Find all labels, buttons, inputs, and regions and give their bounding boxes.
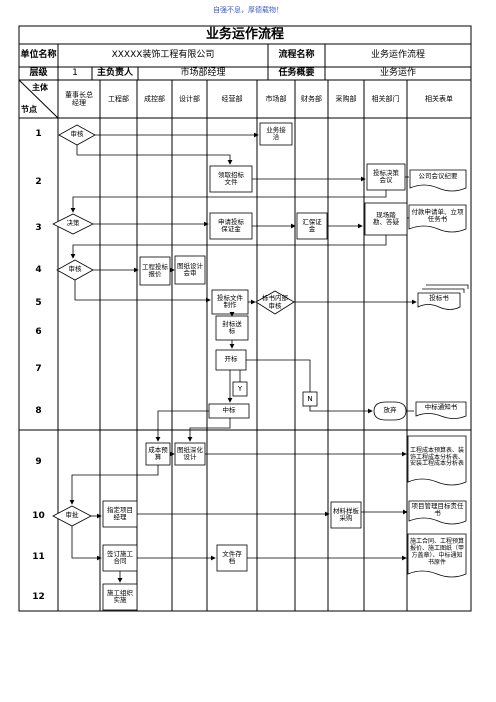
site-visit-box bbox=[364, 202, 408, 236]
yes-label: Y bbox=[237, 384, 243, 393]
contract-forms-label: 施工合同、工程预算报价、施工图纸（甲方盖章）、中标通知书原件 bbox=[409, 538, 464, 566]
owner-value: 市场部经理 bbox=[180, 68, 226, 79]
flow-shapes bbox=[52, 122, 469, 611]
site-visit-label: 现场踏勘、答疑 bbox=[373, 210, 399, 226]
column-header: 设计部 bbox=[179, 94, 200, 103]
bid-meeting-label: 投标决策会议 bbox=[373, 168, 399, 184]
remit-deposit-label: 汇保证金 bbox=[302, 217, 322, 233]
pm-duty-doc bbox=[408, 500, 467, 525]
column-header: 成控部 bbox=[144, 94, 165, 103]
row-number: 3 bbox=[35, 222, 42, 233]
cost-budget-label: 成本预算 bbox=[148, 445, 168, 461]
payment-form-label: 付款申请单、立项任务书 bbox=[411, 207, 464, 223]
file-archive-box bbox=[216, 544, 248, 572]
row-number: 12 bbox=[32, 591, 45, 602]
win-bid-label: 中标 bbox=[222, 406, 236, 415]
row-number: 5 bbox=[35, 297, 42, 308]
eng-quote-box bbox=[139, 256, 171, 286]
review4-label: 审核 bbox=[68, 265, 82, 274]
pm-assign-box bbox=[102, 500, 138, 528]
owner-label: 主负责人 bbox=[96, 68, 133, 79]
column-header: 工程部 bbox=[108, 94, 129, 103]
design-drawing-box bbox=[174, 255, 206, 285]
slogan-text: 自强不息，厚德载物！ bbox=[213, 6, 283, 14]
no-label: N bbox=[307, 394, 313, 403]
column-header: 董事长总经理 bbox=[65, 90, 93, 107]
cost-forms-label: 工程成本预算表、装饰工程成本分析表、安装工程成本分析表 bbox=[409, 446, 464, 468]
bid-doc-box bbox=[211, 289, 249, 315]
row-number: 1 bbox=[35, 128, 42, 139]
bid-doc-label: 投标文件制作 bbox=[217, 293, 243, 309]
approve-label: 审批 bbox=[65, 511, 79, 520]
cost-forms-doc bbox=[407, 435, 467, 486]
column-header: 经营部 bbox=[221, 94, 243, 103]
row-number: 6 bbox=[35, 326, 42, 337]
construction-team-label: 施工组织实施 bbox=[107, 588, 133, 604]
sign-contract-box bbox=[102, 544, 138, 572]
eng-quote-label: 工程投标报价 bbox=[142, 262, 168, 278]
design-drawing-label: 图纸设计会审 bbox=[177, 261, 203, 277]
flow-connectors bbox=[69, 132, 417, 583]
business-contact-box bbox=[259, 122, 293, 146]
row-number: 2 bbox=[35, 176, 42, 187]
apply-deposit-label: 申请投标保证金 bbox=[218, 217, 244, 233]
column-header: 市场部 bbox=[265, 94, 287, 103]
summary-label: 任务概要 bbox=[278, 68, 315, 79]
level-value: 1 bbox=[72, 68, 78, 79]
payment-form-doc bbox=[408, 204, 467, 233]
remit-deposit-box bbox=[296, 212, 328, 240]
corner-subject: 主体 bbox=[32, 83, 48, 92]
bid-review-diamond bbox=[255, 290, 295, 315]
design-deepen-label: 图纸深化设计 bbox=[177, 445, 203, 461]
column-header: 采购部 bbox=[335, 94, 357, 103]
get-tender-label: 领取招标文件 bbox=[218, 170, 244, 186]
row-number: 4 bbox=[35, 264, 42, 275]
column-header: 相关表单 bbox=[425, 94, 453, 103]
decision-label: 决策 bbox=[66, 219, 80, 228]
row-number: 10 bbox=[32, 510, 45, 521]
row-number: 7 bbox=[35, 363, 42, 374]
material-purchase-label: 材料样板采购 bbox=[333, 506, 359, 522]
unit-name-label: 单位名称 bbox=[20, 50, 57, 61]
file-archive-label: 文件存档 bbox=[222, 549, 242, 565]
page-title: 业务运作流程 bbox=[205, 26, 284, 42]
give-up-label: 放弃 bbox=[383, 406, 397, 415]
row-number: 8 bbox=[35, 405, 42, 416]
bid-book-label: 投标书 bbox=[429, 294, 449, 303]
decision-diamond bbox=[52, 213, 94, 235]
review1-label: 审核 bbox=[70, 130, 84, 139]
bid-meeting-box bbox=[366, 163, 406, 191]
flow-name-value: 业务运作流程 bbox=[370, 50, 425, 61]
win-notice-label: 中标通知书 bbox=[424, 403, 458, 412]
get-tender-box bbox=[209, 165, 253, 193]
row-number: 9 bbox=[35, 456, 42, 467]
sign-contract-label: 签订施工合同 bbox=[107, 549, 133, 565]
open-bid-label: 开标 bbox=[224, 355, 238, 364]
seal-send-box bbox=[215, 315, 249, 341]
corner-node: 节点 bbox=[21, 105, 37, 114]
construction-team-box bbox=[102, 583, 138, 611]
bid-book-doc bbox=[417, 292, 461, 310]
material-purchase-box bbox=[330, 501, 362, 529]
bid-review-label: 标书内部审核 bbox=[262, 294, 288, 310]
seal-send-label: 封标送标 bbox=[222, 319, 242, 335]
win-notice-doc bbox=[415, 401, 467, 419]
unit-name-value: XXXXX装饰工程有限公司 bbox=[111, 50, 215, 61]
contract-forms-doc bbox=[407, 533, 467, 578]
pm-duty-label: 项目管理目标责任书 bbox=[411, 501, 464, 517]
pm-assign-label: 指定项目经理 bbox=[107, 505, 133, 521]
meeting-minutes-label: 公司会议纪要 bbox=[418, 172, 458, 181]
row-number: 11 bbox=[32, 551, 45, 562]
business-contact-label: 业务接洽 bbox=[266, 125, 286, 141]
flow-name-label: 流程名称 bbox=[278, 50, 315, 61]
apply-deposit-box bbox=[209, 212, 253, 240]
column-header: 财务部 bbox=[301, 94, 322, 103]
meeting-minutes-doc bbox=[409, 169, 467, 192]
level-label: 层级 bbox=[29, 68, 48, 79]
summary-value: 业务运作 bbox=[379, 68, 416, 79]
column-header: 相关部门 bbox=[371, 94, 400, 103]
